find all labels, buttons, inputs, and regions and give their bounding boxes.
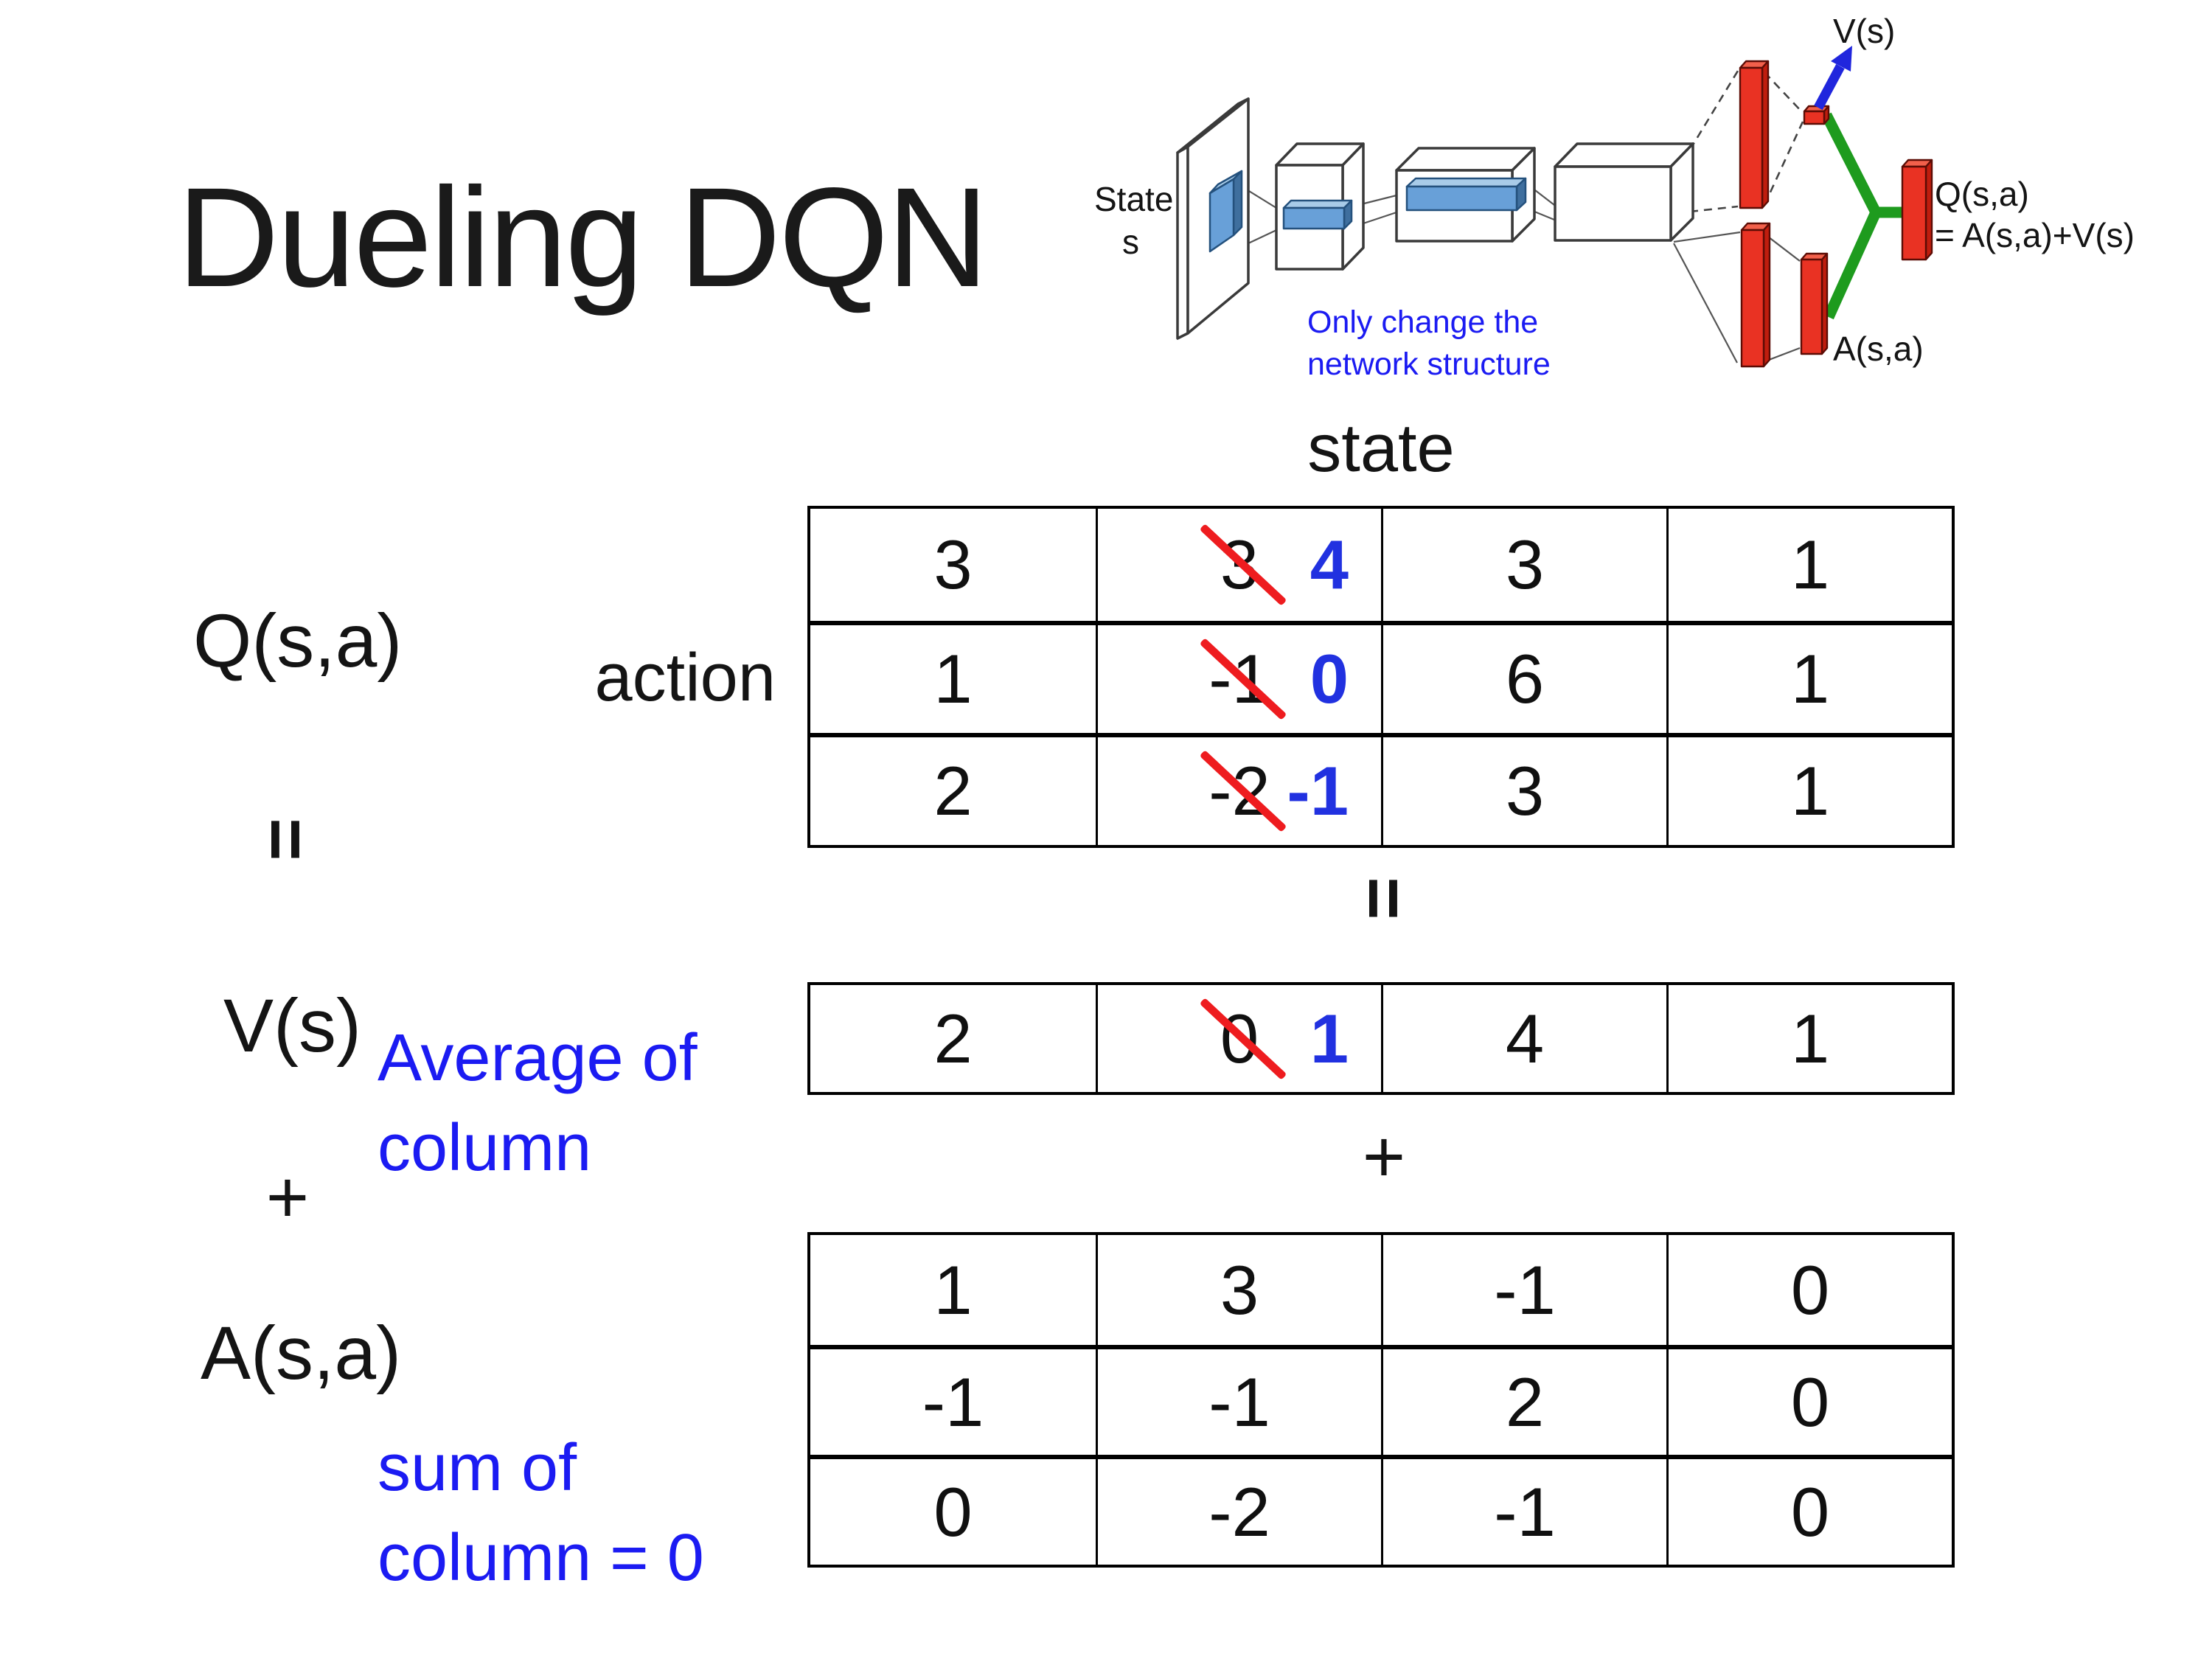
conv-filter-icon: [1208, 170, 1243, 253]
state-axis-label: state: [1307, 411, 1455, 486]
feature-bar-1: [1282, 199, 1353, 230]
a-cell: -1: [1381, 1235, 1666, 1345]
advantage-vector-bar: [1800, 252, 1829, 355]
sum-note-line1: sum of: [378, 1431, 577, 1505]
sum-note-line2: column = 0: [378, 1521, 704, 1596]
v-arrow: [1814, 46, 1852, 111]
q-cell-revised: -2 -1: [1096, 733, 1381, 845]
slide-title: Dueling DQN: [177, 158, 989, 316]
merge-branch-green: [1821, 112, 1905, 320]
q-cell: 1: [1666, 733, 1952, 845]
q-new-value: 4: [1310, 526, 1349, 603]
sum-of-column-note: sum of column = 0: [378, 1423, 704, 1604]
a-cell: 0: [1666, 1235, 1952, 1345]
q-new-value: 0: [1310, 640, 1349, 717]
plus-sign-center: +: [1362, 1116, 1406, 1198]
q-cell: 2: [810, 733, 1096, 845]
equals-sign-center: =: [1343, 861, 1425, 935]
average-note-line1: Average of: [378, 1021, 698, 1095]
a-cell: 3: [1096, 1235, 1381, 1345]
q-cell: 3: [933, 526, 973, 603]
q-cell: 3: [1381, 733, 1666, 845]
dueling-network-diagram: State s V(s) Q(s,a) = A(s,a)+V(s) A(s,a)…: [1094, 12, 2135, 382]
state-label-line1: State: [1094, 180, 1173, 218]
q-term-label: Q(s,a): [193, 599, 403, 683]
a-cell: -1: [810, 1345, 1096, 1455]
q-old-value: -2: [1208, 752, 1270, 830]
value-stream-bar: [1739, 60, 1770, 209]
a-cell: -1: [1381, 1455, 1666, 1565]
q-cell: 1: [810, 621, 1096, 733]
a-cell: 1: [933, 1251, 973, 1329]
feature-bar-2: [1405, 177, 1527, 212]
equals-glyph: =: [1342, 876, 1425, 920]
v-cell: 2: [933, 999, 973, 1077]
a-cell: 0: [810, 1455, 1096, 1565]
v-output-label: V(s): [1833, 12, 1895, 50]
v-matrix: 2 0 1 4 1: [807, 982, 1955, 1095]
a-matrix: 1 3 -1 0 -1 -1 2 0 0 -2 -1 0: [807, 1232, 1955, 1568]
equals-glyph: =: [244, 817, 327, 861]
v-cell-revised: 0 1: [1096, 985, 1381, 1092]
q-cell-revised: 3 4: [1096, 509, 1381, 621]
network-note-line1: Only change the: [1307, 305, 1538, 340]
v-new-value: 1: [1310, 999, 1349, 1077]
q-old-value: -1: [1208, 640, 1270, 717]
q-matrix: 3 3 4 3 1 1 -1 0 6 1 2 -2 -1 3 1: [807, 506, 1955, 848]
fc-box: [1554, 142, 1694, 242]
v-old-value: 0: [1220, 999, 1259, 1077]
average-of-column-note: Average of column: [378, 1013, 698, 1194]
a-output-label: A(s,a): [1833, 330, 1924, 368]
average-note-line2: column: [378, 1111, 592, 1186]
v-term-label: V(s): [223, 984, 361, 1068]
q-old-value: 3: [1220, 526, 1259, 603]
network-note-line2: network structure: [1307, 347, 1551, 382]
q-new-value: -1: [1287, 752, 1349, 830]
q-output-label-line2: = A(s,a)+V(s): [1935, 216, 2135, 254]
q-cell: 1: [1666, 621, 1952, 733]
equals-sign-left: =: [245, 802, 327, 876]
a-cell: -1: [1096, 1345, 1381, 1455]
q-cell-revised: -1 0: [1096, 621, 1381, 733]
advantage-stream-bar: [1740, 222, 1771, 368]
a-cell: 0: [1666, 1345, 1952, 1455]
q-cell: 1: [1666, 509, 1952, 621]
state-label-line2: s: [1122, 223, 1139, 261]
v-cell: 1: [1666, 985, 1952, 1092]
q-output-bar: [1901, 159, 1933, 261]
action-axis-label: action: [594, 640, 776, 715]
q-cell: 3: [1381, 509, 1666, 621]
plus-sign-left: +: [265, 1156, 310, 1239]
a-term-label: A(s,a): [201, 1311, 402, 1395]
value-node: [1803, 105, 1830, 125]
q-output-label-line1: Q(s,a): [1935, 175, 2029, 213]
v-cell: 4: [1381, 985, 1666, 1092]
a-cell: 2: [1381, 1345, 1666, 1455]
a-cell: -2: [1096, 1455, 1381, 1565]
q-cell: 6: [1381, 621, 1666, 733]
a-cell: 0: [1666, 1455, 1952, 1565]
dashed-value-lines: [1688, 70, 1804, 213]
